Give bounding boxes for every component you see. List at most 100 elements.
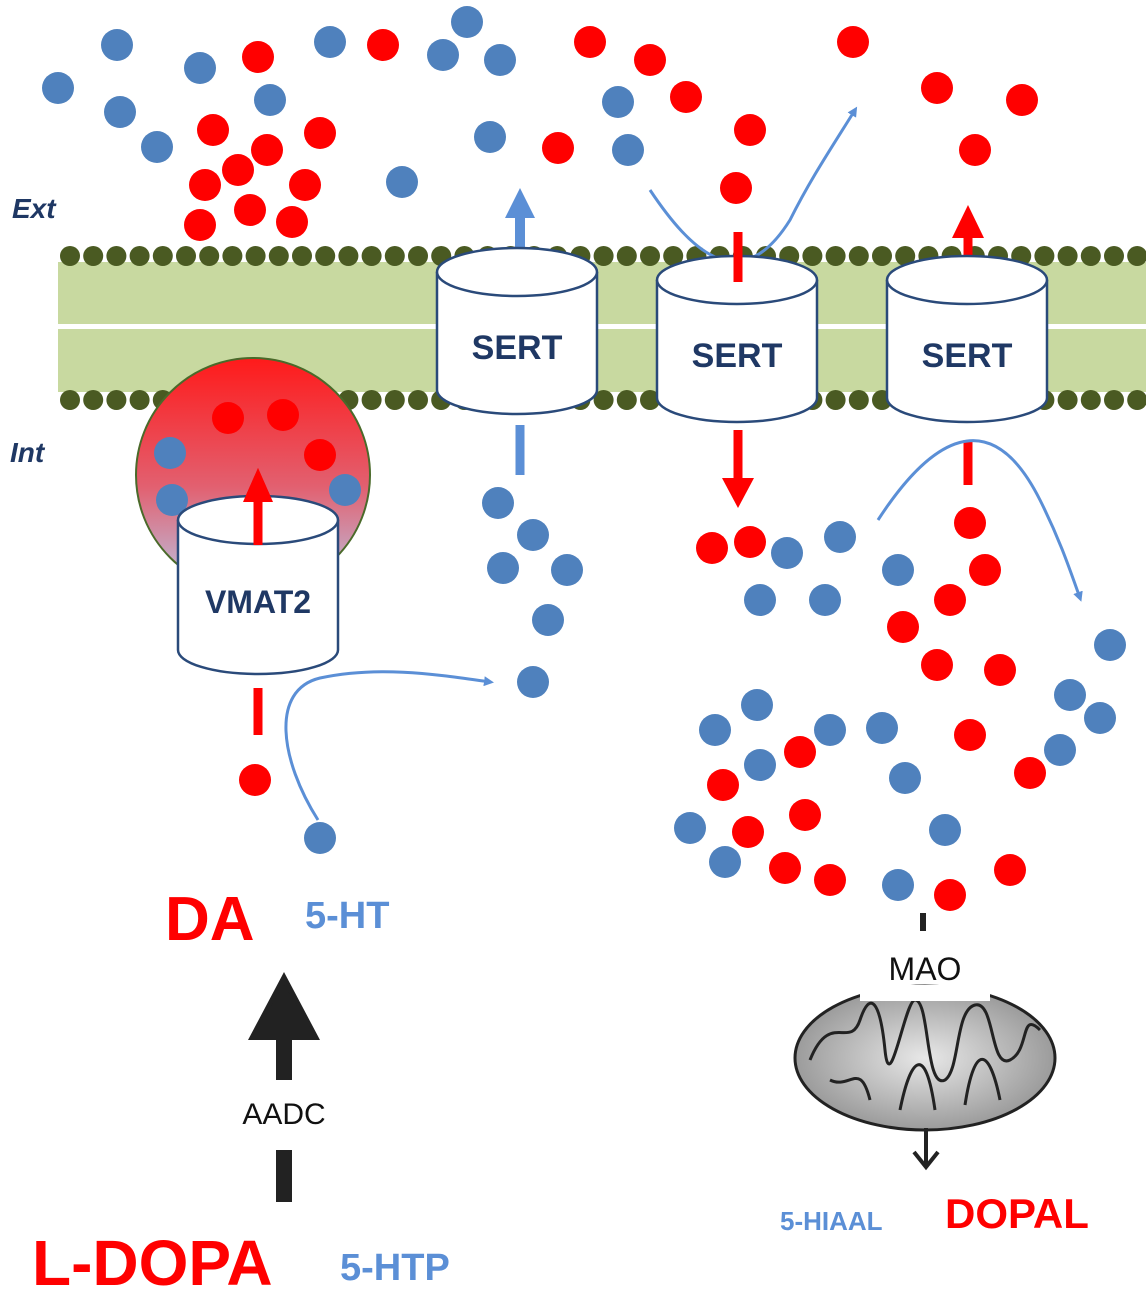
lipid-head: [825, 390, 846, 410]
dopamine-molecule: [837, 26, 869, 58]
lipid-head: [60, 390, 80, 410]
dopamine-molecule: [814, 864, 846, 896]
lipid-head: [872, 246, 892, 266]
lipid-head: [129, 246, 150, 266]
lipid-head: [106, 246, 127, 266]
sert-transporter-1: SERT: [435, 246, 599, 416]
serotonin-molecule: [882, 554, 914, 586]
mao-tick: [920, 913, 926, 931]
lipid-head: [60, 246, 80, 266]
5-htp-label: 5-HTP: [340, 1247, 450, 1289]
dopamine-molecule: [184, 209, 216, 241]
serotonin-molecule: [386, 166, 418, 198]
lipid-head: [129, 390, 150, 410]
serotonin-molecule: [532, 604, 564, 636]
serotonin-molecule: [771, 537, 803, 569]
sert-transporter-2: SERT: [655, 254, 819, 424]
serotonin-molecule: [141, 131, 173, 163]
serotonin-molecule: [866, 712, 898, 744]
dopamine-molecule: [789, 799, 821, 831]
dopamine-molecule: [720, 172, 752, 204]
lipid-head: [408, 246, 428, 266]
lipid-head: [1057, 246, 1078, 266]
dopal-label: DOPAL: [945, 1190, 1089, 1237]
serotonin-molecule: [744, 749, 776, 781]
lipid-head: [1034, 246, 1055, 266]
lipid-head: [361, 390, 382, 410]
dopamine-molecule: [367, 29, 399, 61]
lipid-head: [1080, 246, 1101, 266]
serotonin-molecule: [314, 26, 346, 58]
dopamine-molecule: [696, 532, 728, 564]
sert-transporter-2-label: SERT: [692, 337, 783, 375]
serotonin-molecule: [674, 812, 706, 844]
dopamine-molecule: [769, 852, 801, 884]
serotonin-molecule: [329, 474, 361, 506]
lipid-head: [1104, 246, 1124, 266]
dopamine-molecule: [887, 611, 919, 643]
lipid-head: [1127, 390, 1146, 410]
5-hiaal-label: 5-HIAAL: [780, 1206, 883, 1236]
dopamine-molecule: [921, 72, 953, 104]
serotonin-molecule: [1094, 629, 1126, 661]
serotonin-molecule: [304, 822, 336, 854]
mitochondrion-icon: [793, 984, 1057, 1171]
dopamine-molecule: [574, 26, 606, 58]
lipid-head: [408, 390, 428, 410]
serotonin-molecule: [551, 554, 583, 586]
dopamine-molecule: [304, 439, 336, 471]
dopamine-molecule: [921, 649, 953, 681]
serotonin-molecule: [427, 39, 459, 71]
5-ht-label: 5-HT: [305, 895, 389, 937]
lipid-head: [802, 246, 823, 266]
sert-transporter-3: SERT: [885, 254, 1049, 424]
dopamine-molecule: [954, 719, 986, 751]
lipid-head: [83, 390, 104, 410]
serotonin-molecule: [612, 134, 644, 166]
dopamine-molecule: [994, 854, 1026, 886]
lipid-head: [268, 246, 289, 266]
serotonin-molecule: [156, 484, 188, 516]
serotonin-molecule: [517, 666, 549, 698]
serotonin-molecule: [474, 121, 506, 153]
dopamine-molecule: [784, 736, 816, 768]
dopamine-molecule: [954, 507, 986, 539]
lipid-head: [222, 246, 243, 266]
serotonin-molecule: [744, 584, 776, 616]
da-label: DA: [165, 885, 255, 954]
lipid-head: [338, 246, 359, 266]
lipid-head: [1127, 246, 1146, 266]
serotonin-molecule: [929, 814, 961, 846]
lipid-head: [616, 246, 637, 266]
lipid-head: [176, 246, 196, 266]
lipid-head: [361, 246, 382, 266]
dopamine-molecule: [670, 81, 702, 113]
lipid-head: [199, 246, 220, 266]
lipid-head: [245, 246, 266, 266]
dopamine-molecule: [732, 816, 764, 848]
synthesis-arrow-tail: [276, 1150, 292, 1202]
sert-transporter-3-label: SERT: [922, 337, 1013, 375]
dopamine-molecule: [239, 764, 271, 796]
serotonin-molecule: [254, 84, 286, 116]
serotonin-molecule: [1084, 702, 1116, 734]
dopamine-molecule: [251, 134, 283, 166]
dopamine-molecule: [734, 114, 766, 146]
serotonin-molecule: [101, 29, 133, 61]
dopamine-molecule: [276, 206, 308, 238]
dopamine-molecule: [934, 584, 966, 616]
lipid-head: [1104, 390, 1124, 410]
lipid-head: [384, 246, 405, 266]
serotonin-molecule: [484, 44, 516, 76]
serotonin-molecule: [709, 846, 741, 878]
intracellular-label: Int: [10, 437, 46, 468]
serotonin-molecule: [814, 714, 846, 746]
serotonin-molecule: [824, 521, 856, 553]
lipid-head: [616, 390, 637, 410]
molecules: [42, 6, 1126, 911]
dopamine-molecule: [212, 402, 244, 434]
serotonin-molecule: [517, 519, 549, 551]
serotonin-molecule: [482, 487, 514, 519]
